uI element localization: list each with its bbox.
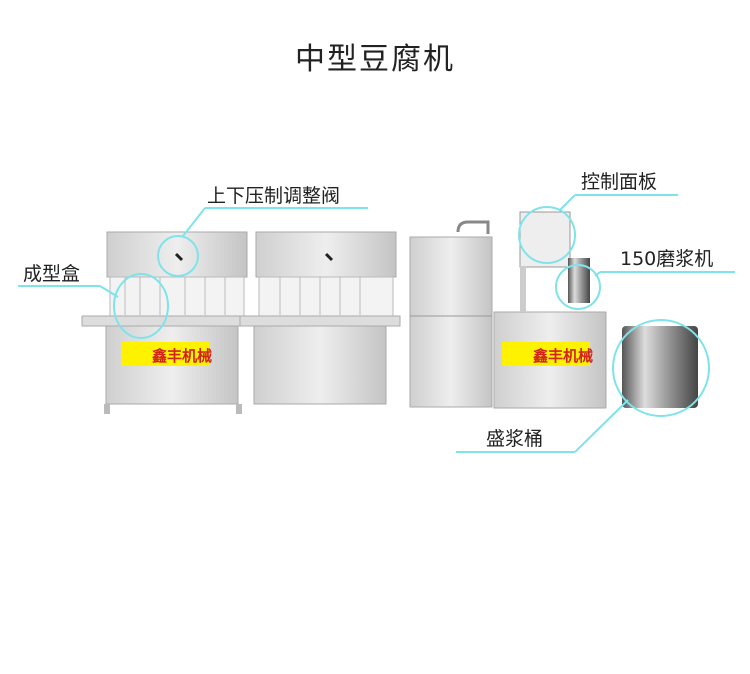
- callout-press-valve: 上下压制调整阀: [207, 185, 341, 207]
- page-title: 中型豆腐机: [295, 42, 455, 77]
- callout-lines: [18, 194, 735, 453]
- callout-mold-box: 成型盒: [23, 263, 81, 285]
- pulp-bucket: [622, 326, 698, 408]
- callout-pulp-bucket: 盛浆桶: [486, 428, 544, 450]
- callout-grinder: 150磨浆机: [620, 248, 714, 270]
- boiling-cabinet: [409, 220, 493, 408]
- brand-logo-2: 鑫丰机械: [533, 347, 594, 365]
- brand-logo-1: 鑫丰机械: [152, 347, 213, 365]
- callout-control-panel: 控制面板: [581, 171, 658, 193]
- grinder-table: [493, 211, 607, 409]
- press-unit-2: [239, 231, 401, 405]
